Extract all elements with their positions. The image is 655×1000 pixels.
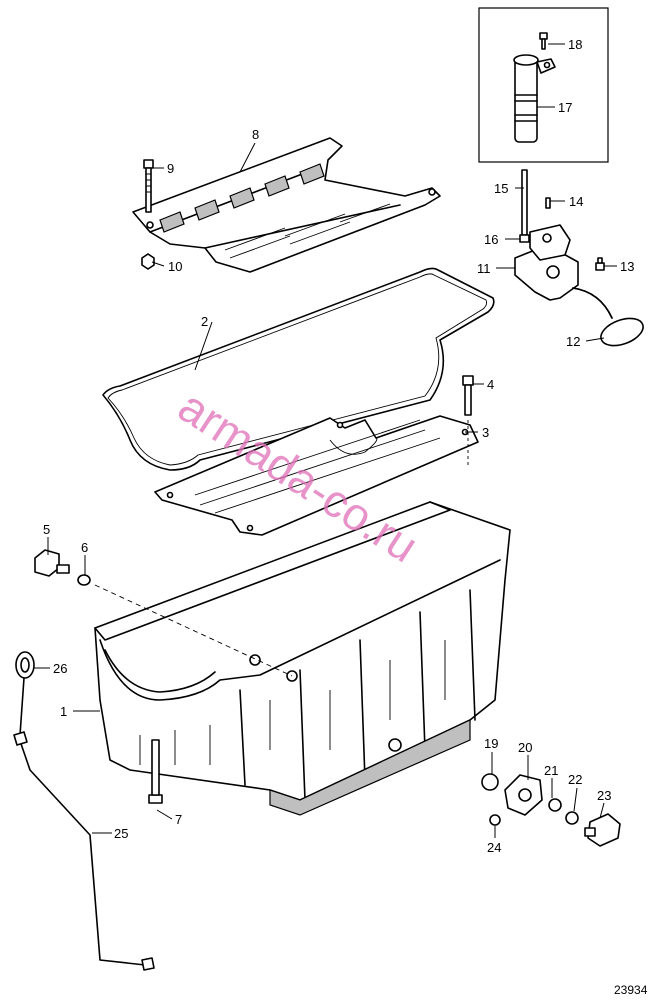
part-11-pump: [514, 224, 579, 301]
callout-17: 17: [558, 100, 572, 115]
callout-24: 24: [487, 840, 501, 855]
callout-8: 8: [252, 127, 259, 142]
part-7-bolt: [148, 739, 163, 804]
callout-9: 9: [167, 161, 174, 176]
part-2-gasket: [102, 267, 495, 471]
callout-13: 13: [620, 259, 634, 274]
callout-6: 6: [81, 540, 88, 555]
part-17-sleeve: [513, 54, 556, 143]
callout-20: 20: [518, 740, 532, 755]
callout-4: 4: [487, 377, 494, 392]
callout-1: 1: [60, 704, 67, 719]
part-13-bolt: [595, 257, 605, 271]
part-10-nut: [141, 253, 155, 270]
leader-lines: [34, 43, 617, 838]
callout-2: 2: [201, 314, 208, 329]
callout-18: 18: [568, 37, 582, 52]
callout-22: 22: [568, 772, 582, 787]
callout-19: 19: [484, 736, 498, 751]
part-3-plate: [154, 415, 479, 536]
part-14-pin: [545, 197, 551, 209]
part-16-nut: [519, 234, 530, 243]
callout-16: 16: [484, 232, 498, 247]
part-12-pickup: [572, 287, 644, 347]
part-20-adapter: [504, 774, 543, 816]
callout-26: 26: [53, 661, 67, 676]
callout-14: 14: [569, 194, 583, 209]
callout-12: 12: [566, 334, 580, 349]
part-18-bolt: [539, 32, 548, 50]
part-23-plug: [584, 813, 621, 847]
callout-25: 25: [114, 826, 128, 841]
part-1-oil-pan: [94, 501, 511, 816]
callout-23: 23: [597, 788, 611, 803]
callout-11: 11: [477, 261, 491, 276]
callout-3: 3: [482, 425, 489, 440]
part-6-washer: [77, 574, 91, 586]
document-number: 23934: [614, 983, 648, 997]
part-22-ring: [565, 811, 579, 825]
callout-7: 7: [175, 812, 182, 827]
part-5-plug: [34, 549, 70, 577]
callout-10: 10: [168, 259, 182, 274]
part-26-dipstick: [15, 651, 35, 736]
part-15-bolt: [521, 169, 528, 236]
part-21-ring: [548, 798, 562, 812]
part-19-seal: [481, 773, 499, 791]
inset-frame: [478, 7, 609, 163]
part-24-ring: [489, 814, 501, 826]
part-8-baffle: [132, 137, 441, 273]
part-9-bolt: [143, 159, 154, 213]
drain-plug-axis: [94, 584, 293, 677]
callout-21: 21: [544, 763, 558, 778]
part-25-tube: [13, 731, 155, 971]
callout-15: 15: [494, 181, 508, 196]
callout-5: 5: [43, 522, 50, 537]
part-4-bolt: [462, 375, 474, 465]
